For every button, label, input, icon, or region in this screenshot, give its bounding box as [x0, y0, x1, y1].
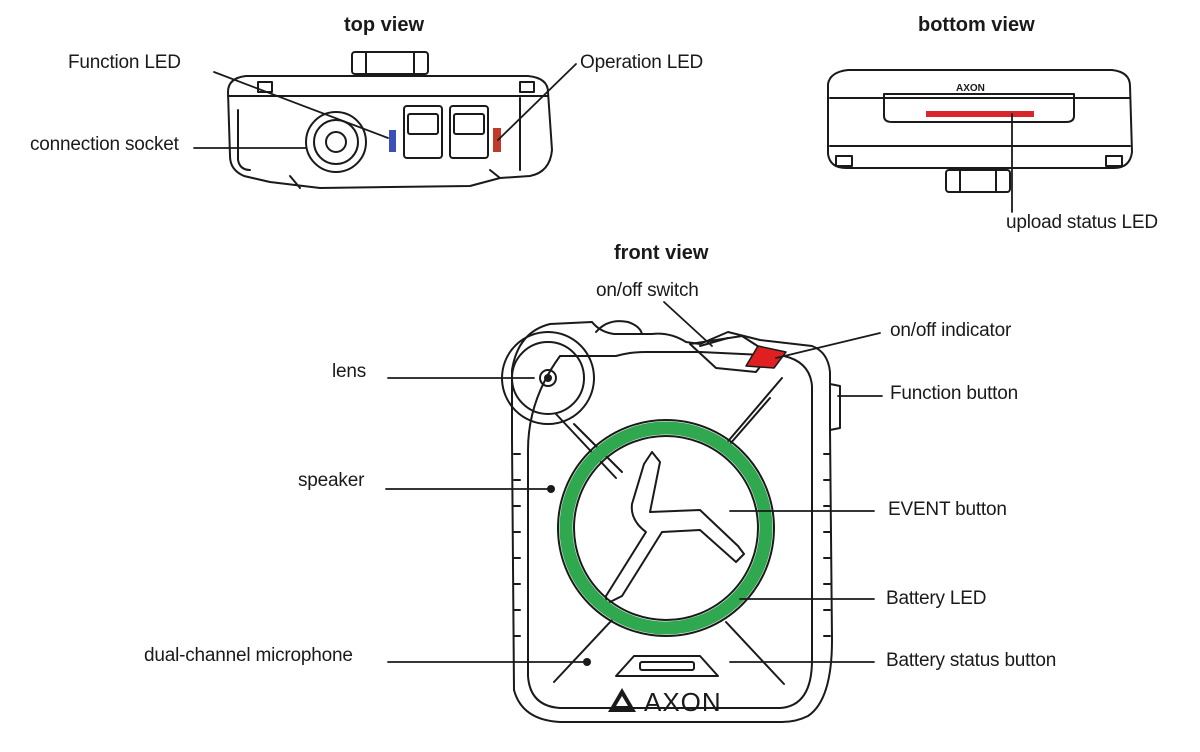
on-off-switch-label: on/off switch [596, 280, 699, 301]
axon-logo-text: AXON [644, 687, 722, 717]
upload-status-led-marker [926, 111, 1034, 117]
battery-led-ring [559, 421, 773, 635]
operation-led-label: Operation LED [580, 52, 704, 73]
upload-status-led-label: upload status LED [1006, 212, 1158, 233]
on-off-indicator-marker [745, 345, 787, 369]
on-off-indicator-label: on/off indicator [890, 320, 1012, 341]
dual-channel-microphone-label: dual-channel microphone [144, 645, 353, 666]
battery-led-label: Battery LED [886, 588, 987, 609]
bottom-view-device [827, 69, 1133, 193]
function-button-label: Function button [890, 383, 1018, 404]
speaker-label: speaker [298, 470, 365, 491]
function-led-marker [389, 130, 396, 152]
top-view-device [227, 51, 553, 189]
top-view-title: top view [344, 14, 425, 36]
front-view-title: front view [614, 242, 709, 264]
connection-socket-label: connection socket [30, 134, 179, 155]
function-led-label: Function LED [68, 52, 181, 73]
battery-status-button-label: Battery status button [886, 650, 1057, 671]
front-view-device [501, 320, 841, 723]
speaker-dot [547, 485, 555, 493]
event-button-label: EVENT button [888, 499, 1007, 520]
axon-logo-icon [608, 688, 636, 712]
bottom-view-title: bottom view [918, 14, 1035, 36]
bottom-view-logo: AXON [956, 83, 985, 94]
microphone-dot [583, 658, 591, 666]
lens-label: lens [332, 361, 367, 382]
operation-led-marker [493, 128, 501, 152]
